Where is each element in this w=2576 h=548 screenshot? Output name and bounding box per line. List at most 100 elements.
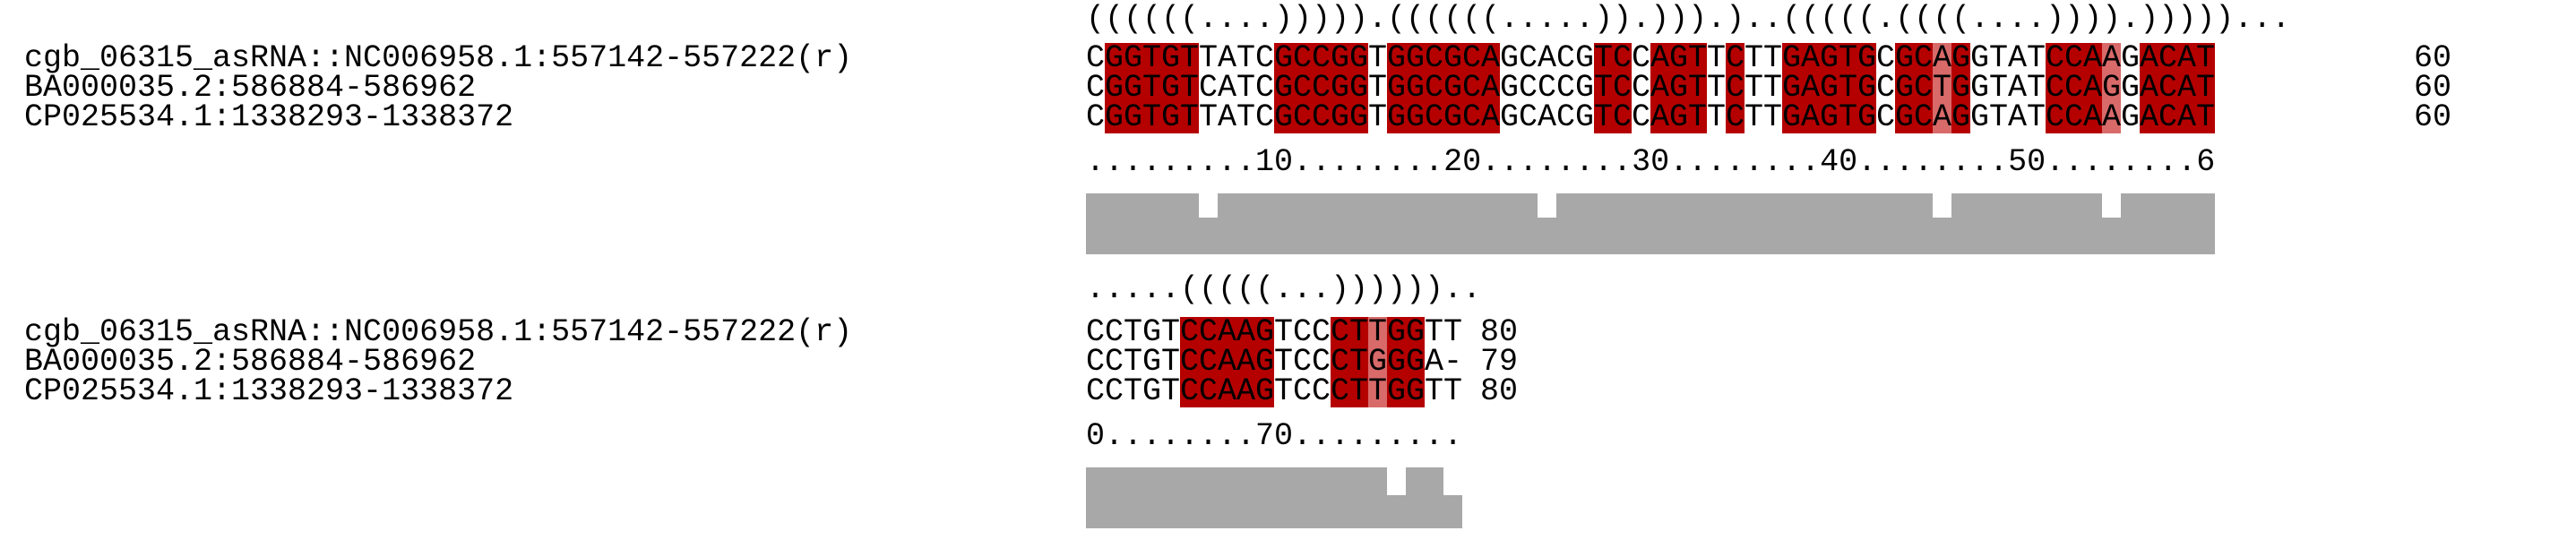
residue-cell: C [1312,99,1331,135]
residue-cell: C [1556,70,1576,106]
residue-cell: T [1443,373,1463,409]
conservation-bar [2177,193,2196,254]
residue-cell: C [1180,344,1200,380]
residue-cell: C [1199,70,1219,106]
residue-cell: A [2102,99,2122,135]
residue-cell: A [1801,99,1821,135]
residue-cell: C [1312,70,1331,106]
residue-cell: G [1368,344,1388,380]
residue-cell: A [1218,373,1237,409]
residue-cell: G [1500,99,1520,135]
residue-cell: G [1782,40,1802,76]
residue-cell: A [1236,373,1256,409]
residue-cell: T [1124,314,1143,350]
residue-cell: C [2158,40,2178,76]
residue-cell: T [2196,70,2216,106]
residue-cell: T [1933,70,1952,106]
residue-cell: G [1669,99,1689,135]
residue-cell: C [2158,99,2178,135]
conservation-bar [1387,193,1406,254]
conservation-bar [1199,467,1218,528]
structure-line: ((((((....))))).((((((.....)).))).)..(((… [1086,1,2291,37]
residue-cell: C [1876,70,1896,106]
conservation-bar [1556,193,1575,254]
residue-cell: T [1124,373,1143,409]
residue-cell: C [2064,99,2084,135]
conservation-bar [1613,193,1632,254]
residue-count: 79 [1480,344,1519,380]
residue-cell: G [1331,40,1350,76]
residue-cell: G [1406,40,1426,76]
residue-cell: T [1180,40,1200,76]
residue-cell: C [1105,344,1124,380]
residue-cell: T [1594,99,1614,135]
conservation-bar [1161,193,1180,254]
sequence-row: CGGTGTCATCGCCGGTGGCGCAGCCCGTCCAGTTCTTGAG… [1086,73,2215,104]
residue-cell: T [1763,99,1783,135]
residue-cell: G [1970,99,1990,135]
conservation-bar [1820,193,1839,254]
residue-cell: C [1255,99,1275,135]
residue-cell: G [1349,99,1369,135]
conservation-bar [2121,193,2140,254]
conservation-bar [1293,193,1312,254]
residue-cell: A [2102,40,2122,76]
sequence-name: BA000035.2:586884-586962 [24,344,477,380]
conservation-bar [1745,193,1763,254]
residue-cell: T [1124,344,1143,380]
residue-cell: C [1519,40,1538,76]
residue-cell: C [2064,40,2084,76]
conservation-bar [1688,193,1707,254]
residue-cell: T [1180,99,1200,135]
structure-line: .....(((((...)))))).. [1086,271,1482,307]
residue-count: 80 [1480,373,1519,409]
residue-cell: C [1086,373,1106,409]
residue-cell: G [1331,70,1350,106]
conservation-bar [1331,193,1349,254]
residue-cell: T [1707,70,1727,106]
conservation-bar [1180,467,1199,528]
residue-cell: A [2083,40,2103,76]
residue-cell: G [1406,70,1426,106]
residue-cell: G [1443,99,1463,135]
residue-cell: C [1726,40,1745,76]
residue-cell: G [1820,70,1839,106]
sequence-name: CP025534.1:1338293-1338372 [24,99,514,135]
conservation-bar [2027,193,2046,254]
residue-cell: C [1293,70,1313,106]
residue-cell: G [1387,314,1407,350]
residue-cell: C [2158,70,2178,106]
residue-cell: G [1105,40,1124,76]
residue-cell: T [1594,40,1614,76]
sequence-name: CP025534.1:1338293-1338372 [24,373,514,409]
conservation-bar [1236,193,1255,254]
residue-cell: A [1801,40,1821,76]
conservation-bar [1293,467,1312,528]
residue-cell: G [1142,314,1162,350]
residue-cell: C [2046,40,2065,76]
residue-cell: A [1650,70,1670,106]
residue-cell: C [1105,373,1124,409]
residue-cell: C [1462,99,1482,135]
residue-cell: G [2121,40,2141,76]
conservation-bar [1124,193,1142,254]
residue-cell: C [1199,373,1219,409]
conservation-bar [1500,193,1519,254]
residue-cell: - [1443,344,1463,380]
residue-cell: G [1274,99,1294,135]
conservation-bar [1519,193,1538,254]
residue-cell: G [1951,99,1971,135]
residue-cell: C [1556,40,1576,76]
residue-cell: G [1443,40,1463,76]
residue-cell: G [1575,70,1595,106]
residue-cell: G [1406,344,1426,380]
conservation-bar [1669,193,1688,254]
conservation-bar [1349,467,1368,528]
residue-cell: T [1688,70,1708,106]
residue-cell: T [1839,40,1858,76]
residue-cell: G [1124,99,1143,135]
residue-cell: A [1425,344,1444,380]
conservation-bar [1105,193,1124,254]
residue-cell: A [1538,40,1557,76]
residue-cell: T [1236,40,1256,76]
